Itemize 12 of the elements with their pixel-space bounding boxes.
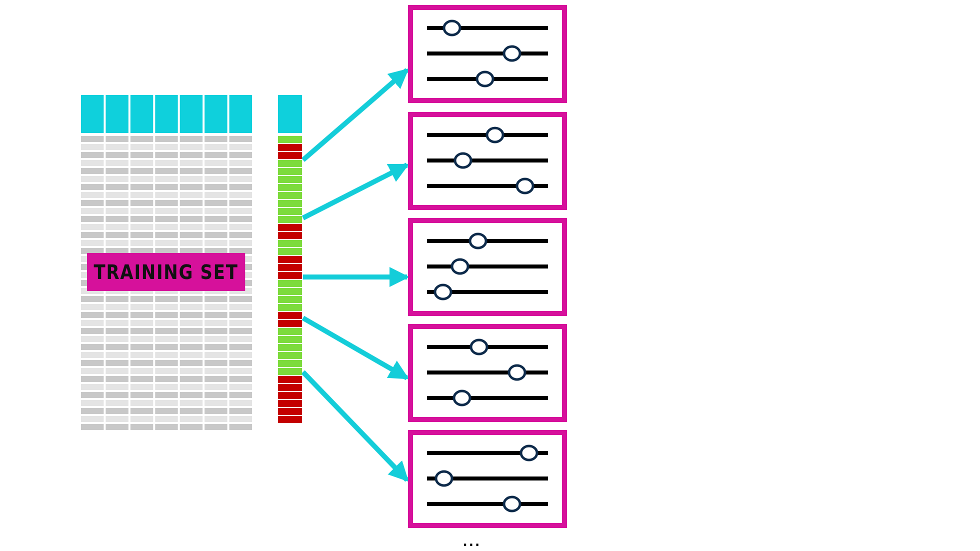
title-tag: TRAINING SET	[87, 253, 246, 291]
arrow	[303, 267, 410, 287]
slider-panel	[408, 324, 567, 422]
arrow	[301, 370, 409, 482]
arrow	[302, 316, 410, 380]
arrow	[301, 68, 409, 162]
ellipsis-text: ...	[462, 526, 480, 551]
slider-panel	[408, 218, 567, 316]
arrow	[302, 162, 410, 220]
slider-panel	[408, 430, 567, 528]
slider-panel	[408, 112, 567, 210]
slider-panel	[408, 5, 567, 103]
